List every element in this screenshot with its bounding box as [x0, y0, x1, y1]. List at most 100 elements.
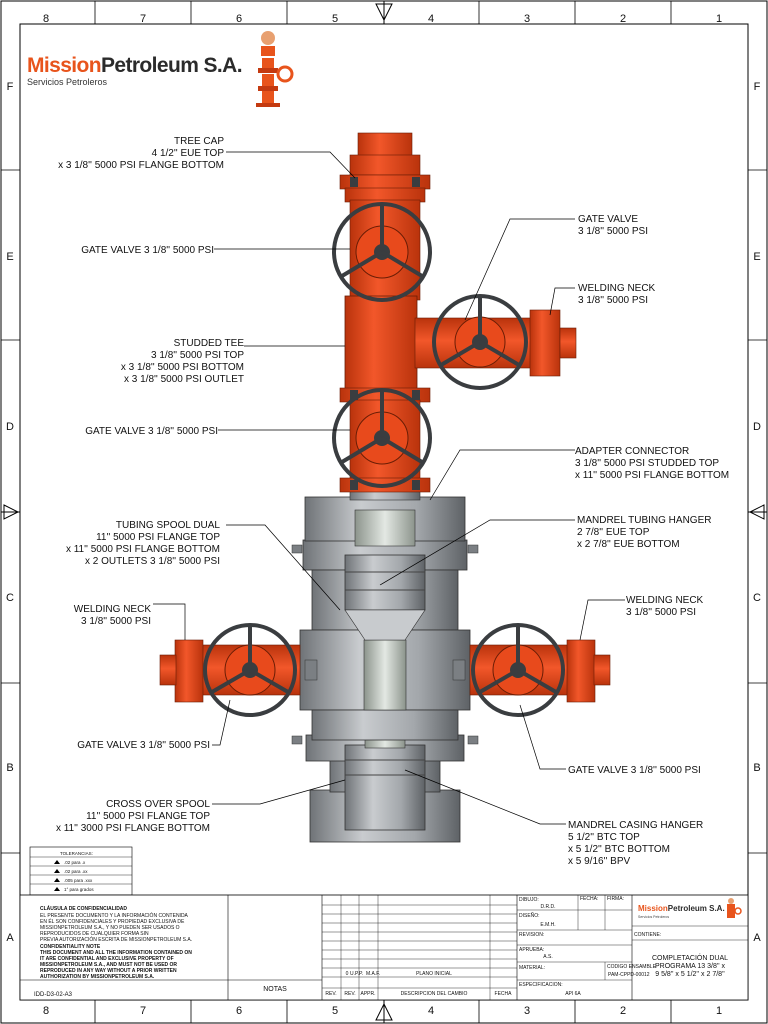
grid-col-label: 3 — [524, 1005, 530, 1017]
confidentiality-clause: CLÁUSULA DE CONFIDENCIALIDAD EL PRESENTE… — [40, 905, 192, 980]
grid-column-labels-top: 8 7 6 5 4 3 2 1 — [43, 13, 722, 25]
callout-gate-valve-bottom-left: GATE VALVE 3 1/8'' 5000 PSI — [77, 740, 210, 751]
callout-line: 11'' 5000 PSI FLANGE TOP — [86, 811, 210, 822]
callout-line: TUBING SPOOL DUAL — [116, 520, 221, 531]
fecha-label: FECHA: — [580, 896, 598, 902]
grid-col-label: 4 — [428, 13, 434, 25]
grid-col-label: 8 — [43, 13, 49, 25]
grid-row-label: A — [753, 932, 761, 944]
callout-line: GATE VALVE 3 1/8'' 5000 PSI — [85, 426, 218, 437]
callout-line: GATE VALVE 3 1/8'' 5000 PSI — [77, 740, 210, 751]
callout-adapter-connector: ADAPTER CONNECTOR 3 1/8'' 5000 PSI STUDD… — [575, 446, 729, 481]
handwheel-upper-icon — [332, 202, 432, 302]
callout-tubing-spool: TUBING SPOOL DUAL 11'' 5000 PSI FLANGE T… — [66, 520, 220, 567]
contiene-label: CONTIENE: — [634, 932, 661, 938]
callout-line: GATE VALVE — [578, 214, 638, 225]
grid-col-label: 2 — [620, 1005, 626, 1017]
wellhead-assembly — [159, 132, 611, 843]
company-name-part2: Petroleum S.A. — [101, 54, 242, 77]
revision-table: 0 U.P.P. M.A.F. PLANO INICIAL REV. REV. … — [325, 971, 512, 997]
info-fields: DIBUJO: D.R.D. FECHA: FIRMA: DISEÑO: E.M… — [519, 896, 661, 997]
callout-line: WELDING NECK — [578, 283, 656, 294]
handwheel-right-icon — [471, 623, 565, 717]
callout-line: x 11'' 5000 PSI FLANGE BOTTOM — [575, 470, 729, 481]
grid-row-label: E — [6, 251, 13, 263]
especificacion-label: ESPECIFICACION: — [519, 982, 563, 988]
grid-col-label: 6 — [236, 13, 242, 25]
grid-row-label: E — [753, 251, 760, 263]
grid-col-label: 1 — [716, 1005, 722, 1017]
firma-label: FIRMA: — [607, 896, 624, 902]
grid-col-label: 4 — [428, 1005, 434, 1017]
svg-text:MissionPetroleum S.A.: MissionPetroleum S.A. — [27, 54, 242, 77]
tb-company-name-part2: Petroleum S.A. — [668, 904, 725, 913]
grid-row-label: D — [753, 421, 761, 433]
callout-welding-neck-left: WELDING NECK 3 1/8'' 5000 PSI — [74, 604, 152, 627]
tolerance-title: TOLERANCIAS: — [60, 851, 93, 856]
grid-row-label: D — [6, 421, 14, 433]
grid-col-label: 2 — [620, 13, 626, 25]
rev-row-cell: M.A.F. — [366, 971, 380, 977]
callout-welding-neck-top: WELDING NECK 3 1/8'' 5000 PSI — [578, 283, 656, 306]
aprueba-label: APRUEBA: — [519, 947, 544, 953]
callout-line: WELDING NECK — [626, 595, 704, 606]
conf-en-line: AUTHORIZATION BY MISSIONPETROLEUM S.A. — [40, 974, 155, 980]
callout-line: TREE CAP — [174, 136, 224, 147]
conf-en-line: REPRODUCED IN ANY WAY WITHOUT A PRIOR WR… — [40, 968, 177, 974]
grid-row-label: A — [6, 932, 14, 944]
grid-col-label: 1 — [716, 13, 722, 25]
callout-line: x 5 1/2'' BTC BOTTOM — [568, 844, 670, 855]
tubing-spool — [291, 539, 479, 745]
rev-row-cell: PLANO INICIAL — [416, 971, 452, 977]
svg-text:MissionPetroleum S.A.: MissionPetroleum S.A. — [638, 904, 725, 913]
grid-col-label: 7 — [140, 1005, 146, 1017]
conf-es-line: PREVIA AUTORIZACIÓN ESCRITA DE MISSIONPE… — [40, 936, 192, 943]
grid-row-label: F — [754, 81, 761, 93]
especificacion-value: API 6A — [565, 991, 581, 997]
conf-es-line: EL PRESENTE DOCUMENTO Y LA INFORMACIÓN C… — [40, 912, 189, 919]
drawing-title-line: PROGRAMA 13 3/8'' x — [655, 963, 725, 970]
callout-gate-valve-bottom-right: GATE VALVE 3 1/8'' 5000 PSI — [568, 765, 701, 776]
callout-gate-valve-lower: GATE VALVE 3 1/8'' 5000 PSI — [85, 426, 218, 437]
callout-line: 3 1/8'' 5000 PSI — [81, 616, 151, 627]
adapter-connector — [304, 489, 466, 547]
callout-line: x 5 9/16'' BPV — [568, 856, 631, 867]
grid-col-label: 8 — [43, 1005, 49, 1017]
document-id: IDD-D3-02-A3 — [34, 992, 73, 998]
callout-line: x 3 1/8'' 5000 PSI BOTTOM — [121, 362, 244, 373]
grid-row-label: B — [6, 762, 13, 774]
diseno-label: DISEÑO: — [519, 912, 540, 919]
callout-line: x 11'' 5000 PSI FLANGE BOTTOM — [66, 544, 220, 555]
callout-line: 3 1/8'' 5000 PSI — [578, 295, 648, 306]
rev-row-cell: 0 — [346, 971, 349, 977]
drawing-title-line: 9 5/8'' x 5 1/2'' x 2 7/8'' — [655, 971, 725, 978]
grid-row-label: C — [6, 592, 14, 604]
tb-company-tagline: Servicios Petroleros — [638, 915, 669, 919]
callout-line: x 3 1/8'' 5000 PSI OUTLET — [124, 374, 244, 385]
title-block: CLÁUSULA DE CONFIDENCIALIDAD EL PRESENTE… — [19, 894, 749, 1001]
title-block-logo: MissionPetroleum S.A. Servicios Petroler… — [638, 898, 742, 919]
callout-tree-cap: TREE CAP 4 1/2'' EUE TOP x 3 1/8'' 5000 … — [58, 136, 224, 171]
dibujo-label: DIBUJO: — [519, 897, 539, 903]
grid-row-labels-left: F E D C B A — [6, 81, 14, 944]
conf-en-line: THIS DOCUMENT AND ALL THE INFORMATION CO… — [40, 950, 192, 956]
company-tagline: Servicios Petroleros — [27, 77, 108, 87]
grid-column-labels-bottom: 8 7 6 5 4 3 2 1 — [43, 1005, 722, 1017]
rev-header: DESCRIPCION DEL CAMBIO — [401, 991, 468, 997]
rev-row-cell: U.P.P. — [350, 971, 363, 977]
rev-header: REV. — [344, 991, 355, 997]
tolerance-row: .02 para .xx — [64, 869, 88, 874]
conf-en-title: CONFIDENTIALITY NOTE — [40, 944, 101, 950]
grid-row-label: F — [7, 81, 14, 93]
callout-line: CROSS OVER SPOOL — [106, 799, 210, 810]
grid-col-label: 5 — [332, 1005, 338, 1017]
callout-line: x 3 1/8'' 5000 PSI FLANGE BOTTOM — [58, 160, 224, 171]
conf-es-line: REPRODUCIDOS DE CUALQUIER FORMA SIN — [40, 931, 149, 937]
grid-row-label: C — [753, 592, 761, 604]
codigo-value: PAM-CPPD-00012 — [608, 972, 650, 978]
callout-gate-valve-right-top: GATE VALVE 3 1/8'' 5000 PSI — [578, 214, 648, 237]
callout-line: 5 1/2'' BTC TOP — [568, 832, 640, 843]
rev-header: APPR. — [360, 991, 375, 997]
conf-es-title: CLÁUSULA DE CONFIDENCIALIDAD — [40, 905, 127, 912]
